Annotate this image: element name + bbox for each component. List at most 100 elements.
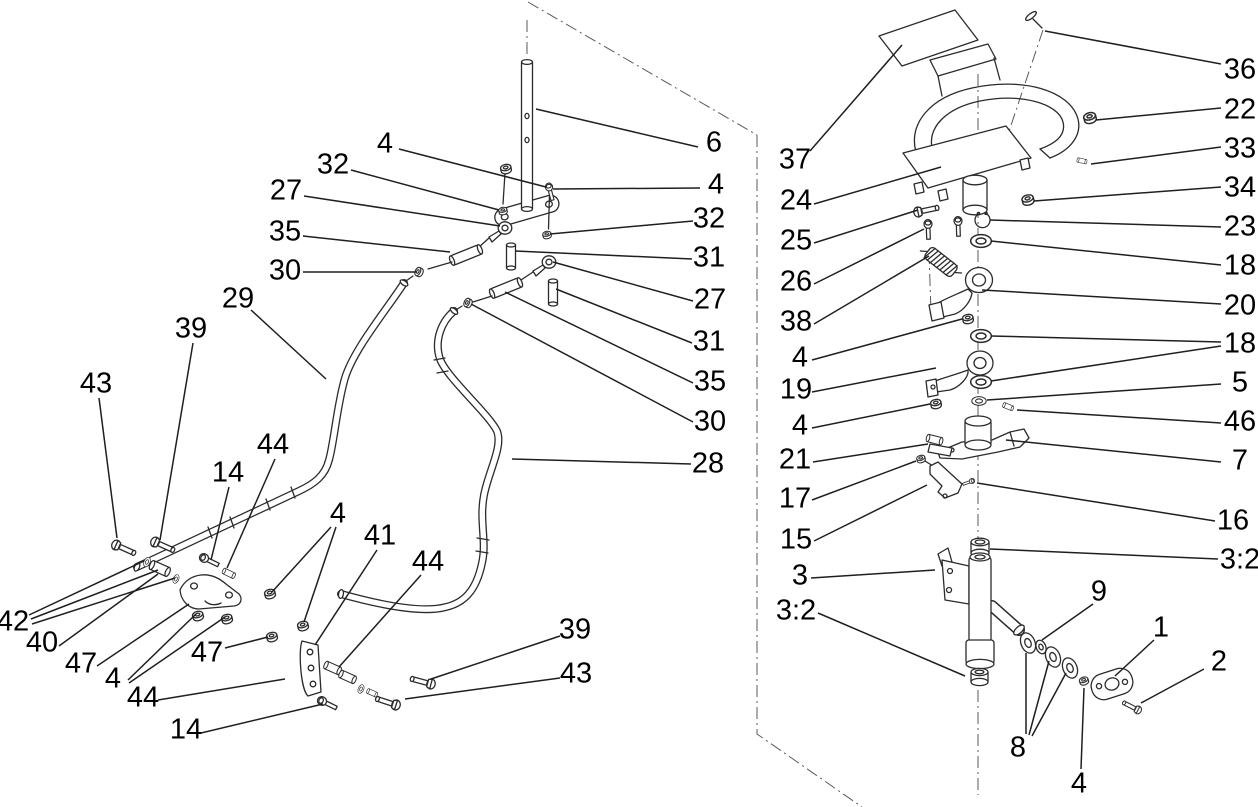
leader-line-31 (514, 250, 693, 260)
callout-42: 42 (0, 605, 30, 638)
screw-16 (961, 477, 976, 488)
spacer (365, 687, 379, 698)
right-assembly (878, 9, 1144, 716)
screw-36 (1025, 10, 1043, 29)
leader-line-4 (271, 526, 332, 593)
callout-46: 46 (1223, 405, 1257, 438)
callout-31: 31 (692, 241, 726, 274)
callout-43: 43 (559, 657, 593, 690)
callout-22: 22 (1223, 93, 1257, 126)
callout-4: 4 (1070, 767, 1088, 800)
callout-40: 40 (25, 626, 59, 659)
bolt-43 (109, 538, 139, 559)
spacer-44 (221, 567, 237, 580)
callout-4: 4 (791, 409, 809, 442)
callout-18: 18 (1223, 249, 1257, 282)
callout-2: 2 (1210, 645, 1228, 678)
leader-line-42 (31, 577, 176, 625)
leader-line-29 (250, 309, 327, 380)
steering-valve-3 (937, 547, 1025, 670)
callout-8: 8 (1009, 731, 1027, 764)
flange-nut-32 (497, 206, 509, 217)
leader-line-4 (303, 526, 337, 623)
leader-line-39 (159, 342, 194, 541)
leader-line-15 (813, 484, 928, 542)
washer-18 (969, 374, 993, 390)
leader-line-28 (511, 458, 692, 465)
leader-line-21 (812, 443, 929, 463)
washer (356, 683, 366, 695)
rod-end-27-lower (532, 255, 557, 277)
callout-19: 19 (779, 373, 813, 406)
rod-end-27-upper (488, 221, 513, 243)
leader-line-44 (226, 458, 276, 569)
pivot-bolt-31-right (547, 278, 559, 307)
nut-4 (296, 619, 310, 633)
leader-line-17 (811, 460, 917, 501)
leader-line-4 (128, 616, 226, 684)
callout-30: 30 (268, 254, 302, 287)
plug-46 (1001, 401, 1015, 412)
callout-44: 44 (411, 545, 445, 578)
locknut-4 (499, 162, 513, 176)
leader-line-31 (555, 288, 693, 344)
nut-34 (1020, 192, 1036, 208)
exploded-parts (109, 9, 1144, 716)
pin-21 (925, 433, 945, 446)
leader-line-26 (813, 228, 925, 285)
leader-line-46 (1016, 409, 1222, 424)
leader-line-25 (813, 209, 919, 244)
center-mount-hardware (299, 640, 438, 713)
snap-ring-23 (974, 211, 991, 229)
callout-47: 47 (64, 647, 98, 680)
callout-14: 14 (169, 713, 203, 746)
steering-shaft (520, 58, 534, 213)
nut-4 (929, 397, 943, 411)
leader-line-40 (58, 573, 159, 647)
spring-38 (919, 246, 963, 278)
decal-37 (878, 9, 979, 67)
leader-line-4 (811, 403, 931, 429)
leader-line-27 (552, 261, 694, 302)
callout-3: 3 (791, 559, 809, 592)
callout-23: 23 (1223, 210, 1257, 243)
callout-36: 36 (1223, 53, 1257, 86)
callout-3:2: 3:2 (1219, 543, 1258, 576)
leader-line-42 (28, 560, 145, 616)
callout-34: 34 (1223, 171, 1257, 204)
callout-17: 17 (778, 482, 812, 515)
leader-line-35 (504, 291, 694, 384)
spacer-40 (147, 559, 173, 578)
callout-31: 31 (692, 325, 726, 358)
leader-line-32 (350, 169, 500, 211)
lever-19 (925, 350, 994, 398)
bolt-2 (1120, 698, 1144, 716)
callout-35: 35 (268, 215, 302, 248)
leader-line-23 (989, 219, 1222, 228)
flange-1 (1090, 667, 1134, 701)
thrust-washers-8-9 (1019, 632, 1079, 679)
callout-15: 15 (779, 523, 813, 556)
leader-line-16 (976, 482, 1216, 522)
washer-18 (969, 233, 993, 249)
pin-33 (1076, 157, 1088, 165)
jam-nut-30 (462, 296, 475, 310)
leader-line-8 (1028, 660, 1050, 736)
nut-4 (961, 312, 975, 326)
nut-22 (1082, 110, 1098, 126)
callout-47: 47 (190, 636, 224, 669)
leader-line-3:2 (989, 548, 1219, 560)
pivot-bolt-31-left (505, 242, 517, 271)
flange-nut-32 (541, 230, 553, 241)
leader-line-4 (811, 318, 963, 361)
left-mount-hardware (109, 535, 310, 644)
steering-tube-right (337, 307, 503, 614)
leader-line-20 (981, 289, 1222, 305)
leader-line-27 (303, 195, 501, 227)
leader-line-41 (314, 549, 378, 646)
bushing-44 (337, 669, 358, 685)
callout-39: 39 (174, 312, 208, 345)
callout-4: 4 (376, 127, 394, 160)
